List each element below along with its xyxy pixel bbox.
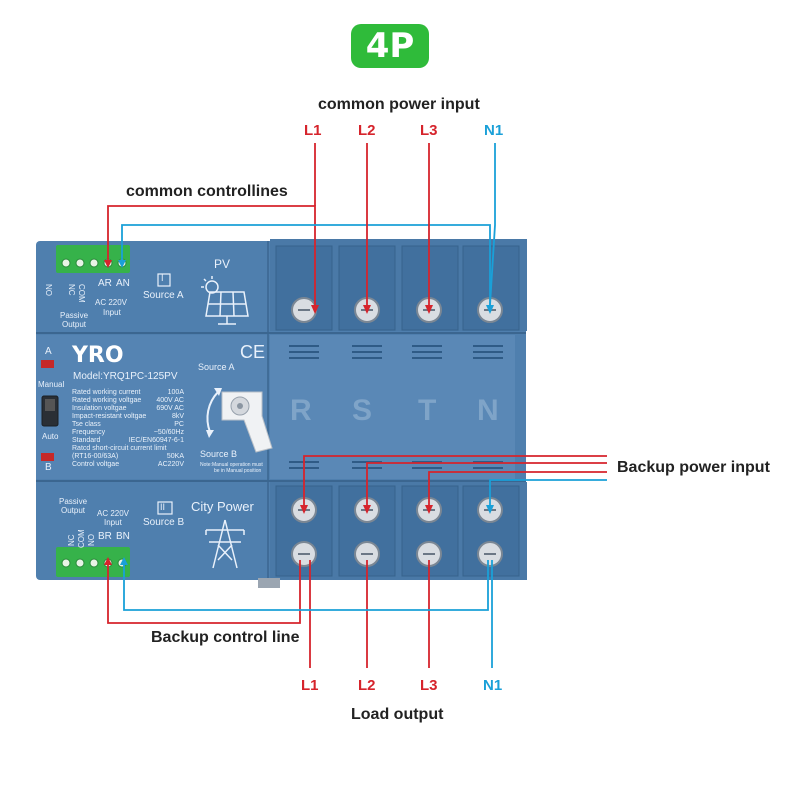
phase-label-bottom-l3: L3 (420, 677, 438, 694)
pole-count-badge: 4P (351, 24, 429, 68)
pole-letter-n: N (477, 394, 499, 427)
pin-ar-top: AR (98, 278, 112, 289)
pole-letter-t: T (418, 394, 437, 427)
pole-letter-r: R (290, 394, 312, 427)
phase-label-top-l1: L1 (304, 122, 322, 139)
phase-label-top-l3: L3 (420, 122, 438, 139)
spec-row: (RT16-00/63A)50KA (72, 453, 184, 460)
source-a-label: Source A (143, 290, 184, 301)
pin-no-bottom: NO (87, 534, 96, 546)
top-input-voltage: AC 220V (95, 298, 128, 307)
phase-label-top-n1: N1 (484, 122, 504, 139)
dial-source-a-label: Source A (198, 362, 235, 372)
phase-label-top-l2: L2 (358, 122, 376, 139)
city-power-label: City Power (191, 499, 254, 514)
model-label: Model:YRQ1PC-125PV (73, 371, 178, 382)
indicator-a-label: A (45, 346, 52, 357)
pin-com-top: COM (77, 284, 86, 303)
dial-source-b-label: Source B (200, 449, 238, 459)
power-pylon-icon (205, 519, 245, 569)
top-output-label: Output (62, 320, 87, 329)
common-control-lines-label: common controllines (126, 183, 288, 200)
din-clip (258, 578, 280, 588)
pin-nc-top: NC (67, 284, 76, 296)
backup-power-input-label: Backup power input (617, 459, 770, 476)
common-power-input-label: common power input (318, 96, 480, 113)
pin-no-top: NO (44, 284, 53, 296)
source-b-roman: II (160, 502, 166, 512)
pin-an-top: AN (116, 278, 130, 289)
source-b-label: Source B (143, 517, 185, 528)
dial-note-1: Note:Manual operation must (200, 462, 263, 468)
top-input-label: Input (103, 308, 121, 317)
phase-label-bottom-l2: L2 (358, 677, 376, 694)
bottom-output-label: Output (61, 506, 86, 515)
bottom-passive-label: Passive (59, 497, 88, 506)
pin-br-bottom: BR (98, 531, 112, 542)
bottom-input-voltage: AC 220V (97, 509, 130, 518)
source-a-roman: I (161, 273, 164, 283)
indicator-a-lamp (41, 360, 54, 368)
pv-icon (201, 276, 249, 325)
transfer-handle (206, 388, 273, 453)
backup-control-line-label: Backup control line (151, 629, 300, 646)
dial-note-2: be in Manual position (214, 468, 262, 474)
phase-label-bottom-n1: N1 (483, 677, 503, 694)
pin-com-bottom: COM (77, 529, 86, 548)
phase-label-bottom-l1: L1 (301, 677, 319, 694)
ce-mark: CE (240, 342, 266, 362)
spec-row: Ratcd short-circuit current limit (72, 445, 167, 452)
pv-label: PV (214, 257, 231, 271)
spec-row: Frequency~50/60Hz (72, 429, 184, 436)
indicator-b-label: B (45, 462, 52, 473)
pin-nc-bottom: NC (67, 534, 76, 546)
pole-letter-s: S (352, 394, 373, 427)
top-passive-label: Passive (60, 311, 89, 320)
bottom-input-label: Input (104, 518, 122, 527)
indicator-b-lamp (41, 453, 54, 461)
manual-label: Manual (38, 380, 65, 389)
load-output-label: Load output (351, 706, 444, 723)
auto-label: Auto (42, 432, 59, 441)
pin-bn-bottom: BN (116, 531, 130, 542)
brand-logo: YRO (72, 343, 124, 368)
